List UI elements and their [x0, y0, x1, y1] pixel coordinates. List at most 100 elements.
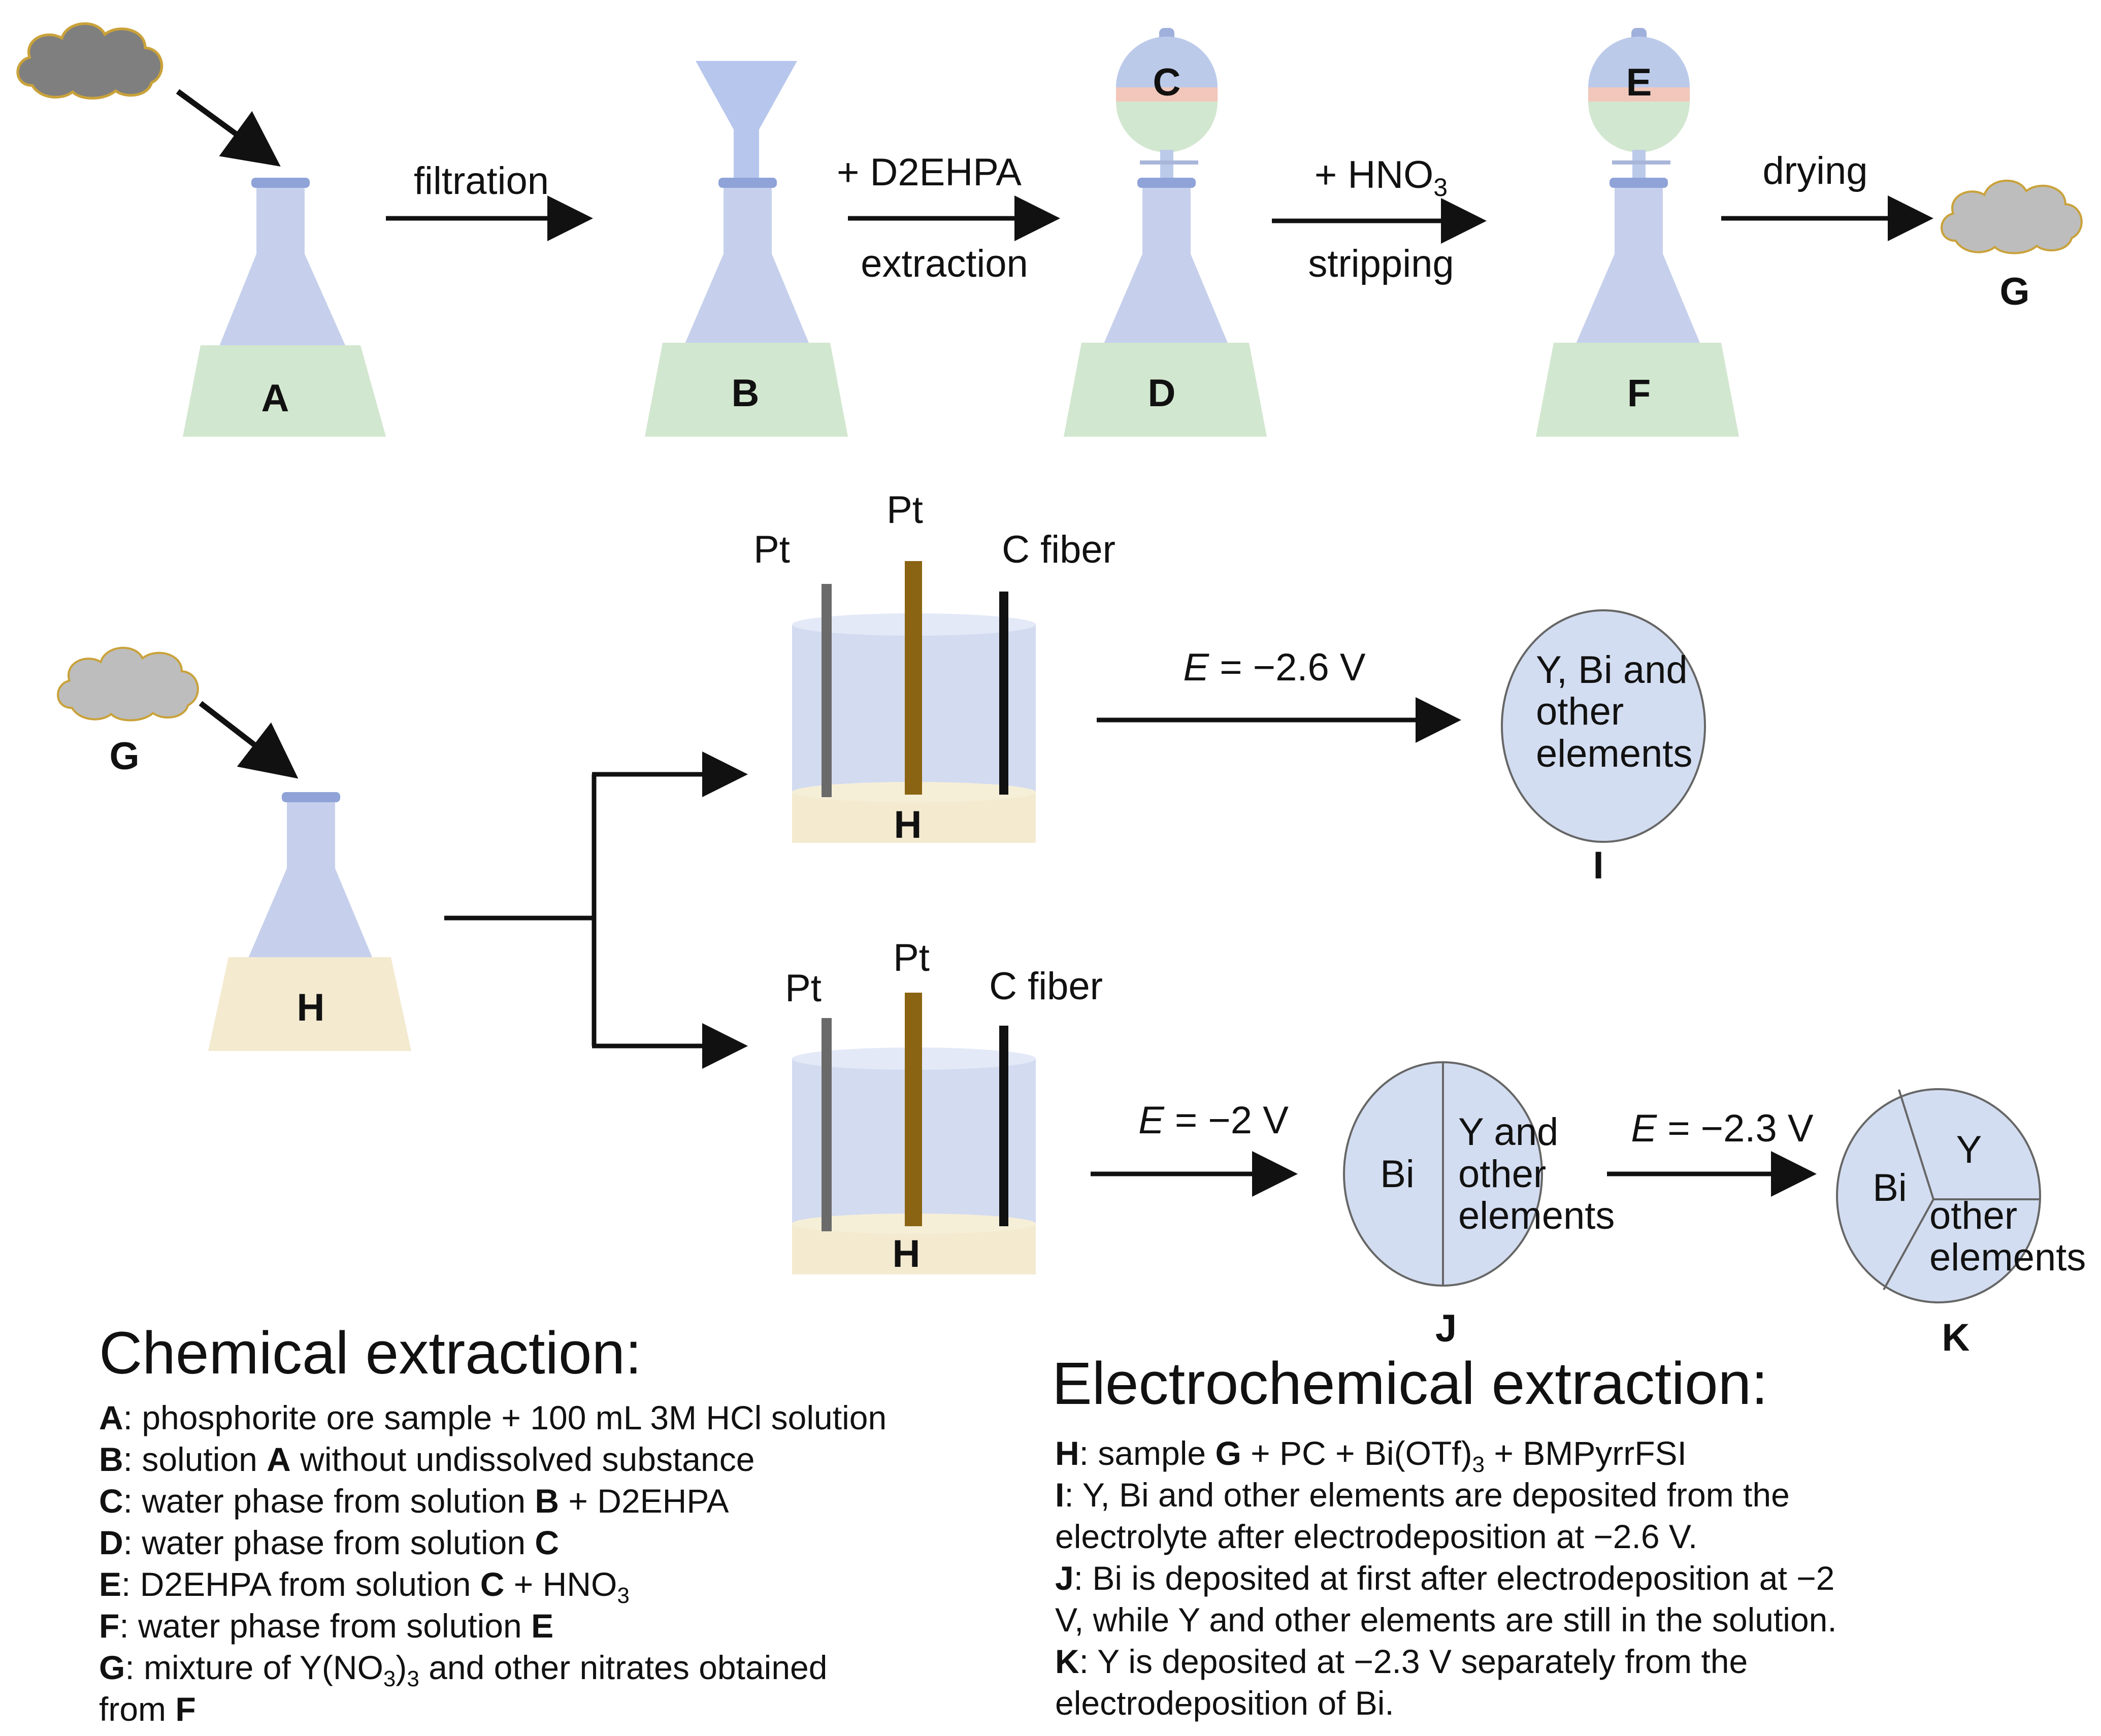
flask-label: B — [732, 372, 760, 415]
electrode-label-pt: Pt — [785, 967, 822, 1010]
separatory-funnel-icon: E — [1588, 28, 1690, 180]
pt-electrode — [822, 584, 832, 797]
legend-item: from F — [99, 1690, 196, 1728]
step-label-below: extraction — [861, 242, 1028, 285]
electro-legend: Electrochemical extraction: H: sample G … — [1052, 1350, 1837, 1722]
green-solution — [645, 343, 848, 437]
deposit-divider — [1898, 1089, 1934, 1200]
deposit-label: J — [1435, 1307, 1457, 1350]
flask-b: B — [645, 61, 848, 437]
deposit-disc-icon — [1836, 1088, 2041, 1303]
step-label-above: filtration — [414, 159, 549, 203]
legend-item: F: water phase from solution E — [99, 1607, 553, 1645]
flask-neck-rim — [251, 178, 310, 188]
electrochemical-cell-bottom: Pt Pt C fiber H — [785, 936, 1103, 1275]
electrode-label-c-fiber: C fiber — [989, 965, 1103, 1008]
ore-cloud-icon — [1942, 181, 2082, 253]
branch-connector — [444, 751, 748, 1069]
flask-a: A — [183, 178, 386, 437]
electrode-label-pt: Pt — [753, 528, 790, 571]
flask-label: A — [261, 377, 289, 420]
step-stripping: + HNO3 stripping — [1272, 153, 1487, 285]
legend-title: Chemical extraction: — [99, 1320, 642, 1387]
deposit-disc-icon — [1501, 609, 1706, 843]
deposit-left-text: Bi — [1873, 1166, 1907, 1209]
ore-to-flask-arrow — [176, 89, 281, 167]
legend-title: Electrochemical extraction: — [1052, 1350, 1768, 1417]
deposit-text-line: other — [1536, 690, 1624, 733]
deposit-divider — [1883, 1199, 1934, 1290]
flask-label: F — [1627, 372, 1651, 415]
pt-electrode — [822, 1018, 832, 1231]
flask-label: H — [297, 986, 325, 1029]
sep-funnel-label: E — [1626, 61, 1652, 104]
deposit-text-line: Y and — [1458, 1110, 1558, 1154]
ore-cloud-icon — [18, 24, 162, 99]
flask-neck-rim — [718, 178, 777, 188]
step-filtration: filtration — [386, 159, 593, 241]
legend-item: C: water phase from solution B + D2EHPA — [99, 1482, 729, 1520]
legend-item: A: phosphorite ore sample + 100 mL 3M HC… — [99, 1399, 887, 1436]
flask-neck-rim — [1610, 178, 1668, 188]
legend-item: D: water phase from solution C — [99, 1524, 559, 1561]
electrode-label-pt-center: Pt — [893, 936, 930, 979]
flask-neck-rim — [1137, 178, 1196, 188]
potential-label: E = −2.6 V — [1183, 646, 1365, 689]
potential-step-bottom-2: E = −2.3 V — [1607, 1107, 1817, 1197]
deposit-j: Bi Y and other elements J — [1343, 1061, 1615, 1350]
legend-item: electrodeposition of Bi. — [1055, 1684, 1394, 1722]
cell-solution-label: H — [894, 803, 922, 846]
c-fiber-electrode — [999, 592, 1008, 795]
legend-item: I: Y, Bi and other elements are deposite… — [1055, 1476, 1790, 1514]
deposit-text-line: other — [1458, 1153, 1546, 1196]
legend-item: H: sample G + PC + Bi(OTf)3 + BMPyrrFSI — [1055, 1434, 1687, 1477]
green-solution — [183, 345, 386, 437]
green-solution — [1064, 343, 1267, 437]
deposit-text-line: other — [1929, 1194, 2017, 1237]
electrode-label-c-fiber: C fiber — [1002, 528, 1115, 571]
electrode-label-pt-center: Pt — [887, 488, 923, 532]
input-g: G — [58, 648, 198, 778]
deposit-text-line: Y, Bi and — [1536, 648, 1688, 692]
funnel-icon — [696, 61, 797, 180]
g-to-flask-arrow — [199, 701, 299, 779]
legend-item: B: solution A without undissolved substa… — [99, 1440, 754, 1478]
flask-h: H — [208, 792, 411, 1051]
deposit-text-line: elements — [1458, 1194, 1615, 1237]
ore-cloud-icon — [58, 648, 198, 720]
step-label-above: + D2EHPA — [837, 151, 1022, 194]
deposit-text-line: elements — [1536, 732, 1692, 775]
potential-label: E = −2 V — [1138, 1099, 1289, 1142]
deposit-text-line: elements — [1929, 1236, 2086, 1279]
cell-solution-label: H — [893, 1232, 921, 1275]
input-label: G — [109, 735, 139, 778]
flask-neck-rim — [282, 792, 340, 802]
flask-label: D — [1148, 372, 1176, 415]
step-label-above: drying — [1763, 149, 1868, 192]
step-label-above: + HNO3 — [1315, 153, 1448, 202]
product-label: G — [1999, 270, 2029, 313]
c-fiber-electrode — [999, 1026, 1008, 1226]
flask-f: E F — [1536, 28, 1739, 437]
sep-funnel-label: C — [1153, 61, 1181, 104]
electrochemical-cell-top: Pt Pt C fiber H — [753, 488, 1115, 846]
separatory-funnel-icon: C — [1116, 28, 1218, 180]
potential-label: E = −2.3 V — [1631, 1107, 1813, 1150]
chemical-legend: Chemical extraction: A: phosphorite ore … — [99, 1320, 887, 1728]
step-extraction: + D2EHPA extraction — [837, 151, 1060, 285]
product-g: G — [1942, 181, 2082, 313]
legend-item: K: Y is deposited at −2.3 V separately f… — [1055, 1643, 1748, 1680]
deposit-i: Y, Bi and other elements I — [1501, 609, 1706, 887]
step-drying: drying — [1721, 149, 1933, 241]
legend-item: V, while Y and other elements are still … — [1055, 1601, 1837, 1639]
flask-d: C D — [1064, 28, 1267, 437]
legend-item: J: Bi is deposited at first after electr… — [1055, 1559, 1834, 1597]
deposit-label: I — [1593, 844, 1603, 887]
deposit-k: Bi Y other elements K — [1836, 1088, 2086, 1359]
pt-center-electrode — [905, 993, 922, 1226]
legend-item: G: mixture of Y(NO3)3 and other nitrates… — [99, 1649, 827, 1691]
deposit-label: K — [1942, 1316, 1970, 1359]
potential-step-top: E = −2.6 V — [1097, 646, 1461, 743]
green-solution — [1536, 343, 1739, 437]
